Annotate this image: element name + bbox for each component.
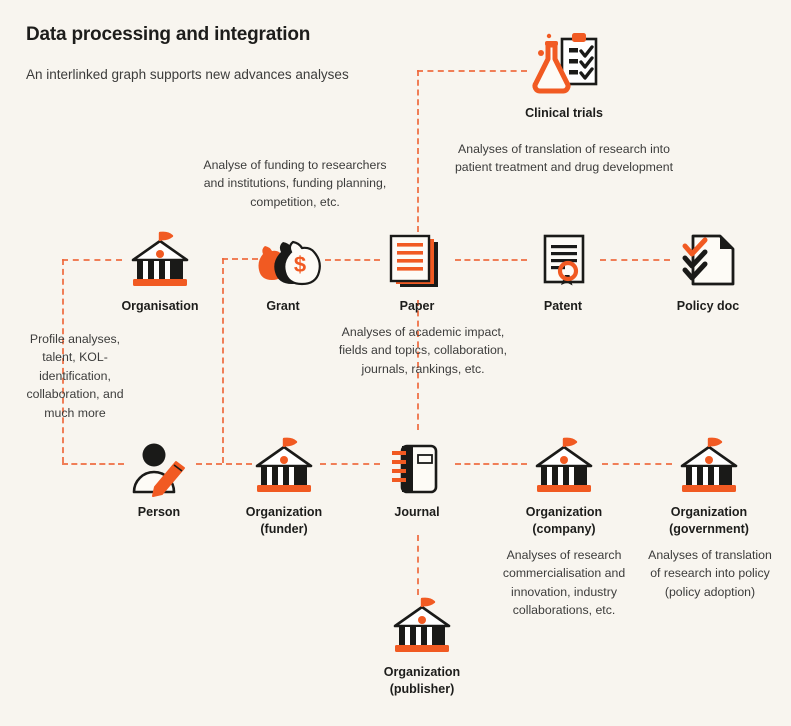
node-label: Paper xyxy=(399,299,435,313)
bank-building-icon xyxy=(514,434,614,496)
node-label-line1: Organization xyxy=(245,505,323,519)
connector-grant-vertical xyxy=(222,258,224,463)
node-label: Policy doc xyxy=(676,299,740,313)
description-government: Analyses of translation of research into… xyxy=(648,548,772,599)
flask-clipboard-icon xyxy=(504,33,624,97)
spiral-notebook-icon xyxy=(382,434,452,496)
node-org-government[interactable]: Organization (government) xyxy=(657,434,761,538)
certificate-seal-icon xyxy=(523,228,603,290)
node-label: Organisation xyxy=(121,299,199,313)
node-org-publisher[interactable]: Organization (publisher) xyxy=(372,594,472,698)
node-label-line1: Organization xyxy=(670,505,748,519)
node-organisation[interactable]: Organisation xyxy=(110,228,210,315)
connector-grant-left xyxy=(222,258,258,260)
connector-person-to-funder xyxy=(196,463,252,465)
connector-journal-to-publisher xyxy=(417,535,419,595)
connector-funder-to-journal xyxy=(320,463,380,465)
bank-building-icon xyxy=(234,434,334,496)
connector-journal-to-company xyxy=(455,463,527,465)
document-checkmarks-icon xyxy=(665,228,751,290)
node-label-line2: (funder) xyxy=(260,521,308,536)
node-policy-doc[interactable]: Policy doc xyxy=(665,228,751,315)
description-company: Analyses of research commercialisation a… xyxy=(502,548,626,618)
node-label-line2: (publisher) xyxy=(389,681,455,696)
node-label: Grant xyxy=(266,299,300,313)
node-label: Clinical trials xyxy=(525,106,603,120)
description-funding: Analyse of funding to researchers and in… xyxy=(203,158,387,209)
node-clinical-trials[interactable]: Clinical trials xyxy=(504,33,624,122)
node-patent[interactable]: Patent xyxy=(523,228,603,315)
connector-left-vertical xyxy=(62,259,64,463)
connector-paper-to-journal xyxy=(417,300,419,430)
money-bags-icon: $ xyxy=(240,228,326,290)
connector-organisation-left xyxy=(62,259,122,261)
node-paper[interactable]: Paper xyxy=(377,228,457,315)
bank-building-icon xyxy=(657,434,761,496)
paper-stack-icon xyxy=(377,228,457,290)
connector-left-to-person xyxy=(62,463,124,465)
node-label-line2: (company) xyxy=(532,521,596,536)
node-org-funder[interactable]: Organization (funder) xyxy=(234,434,334,538)
connector-paper-to-clinical xyxy=(417,70,527,72)
connector-paper-to-patent xyxy=(455,259,527,261)
node-journal[interactable]: Journal xyxy=(382,434,452,521)
node-label-line1: Organization xyxy=(383,665,461,679)
description-clinical-trials: Analyses of translation of research into… xyxy=(454,142,674,175)
node-label: Journal xyxy=(394,505,440,519)
node-person[interactable]: Person xyxy=(119,434,199,521)
connector-patent-to-policy xyxy=(600,259,670,261)
bank-building-icon xyxy=(110,228,210,290)
connector-grant-to-paper xyxy=(325,259,380,261)
node-label: Person xyxy=(137,505,181,519)
node-org-company[interactable]: Organization (company) xyxy=(514,434,614,538)
node-grant[interactable]: $ Grant xyxy=(240,228,326,315)
node-label-line2: (government) xyxy=(669,521,749,536)
page-subtitle: An interlinked graph supports new advanc… xyxy=(26,67,349,82)
page-title: Data processing and integration xyxy=(26,24,311,45)
description-profile: Profile analyses, talent, KOL-identifica… xyxy=(26,332,124,420)
description-paper: Analyses of academic impact, fields and … xyxy=(338,325,508,376)
svg-text:$: $ xyxy=(294,252,306,277)
person-pencil-icon xyxy=(119,434,199,497)
connector-paper-up xyxy=(417,70,419,232)
connector-company-to-government xyxy=(602,463,672,465)
bank-building-icon xyxy=(372,594,472,656)
node-label: Patent xyxy=(543,299,583,313)
node-label-line1: Organization xyxy=(525,505,603,519)
